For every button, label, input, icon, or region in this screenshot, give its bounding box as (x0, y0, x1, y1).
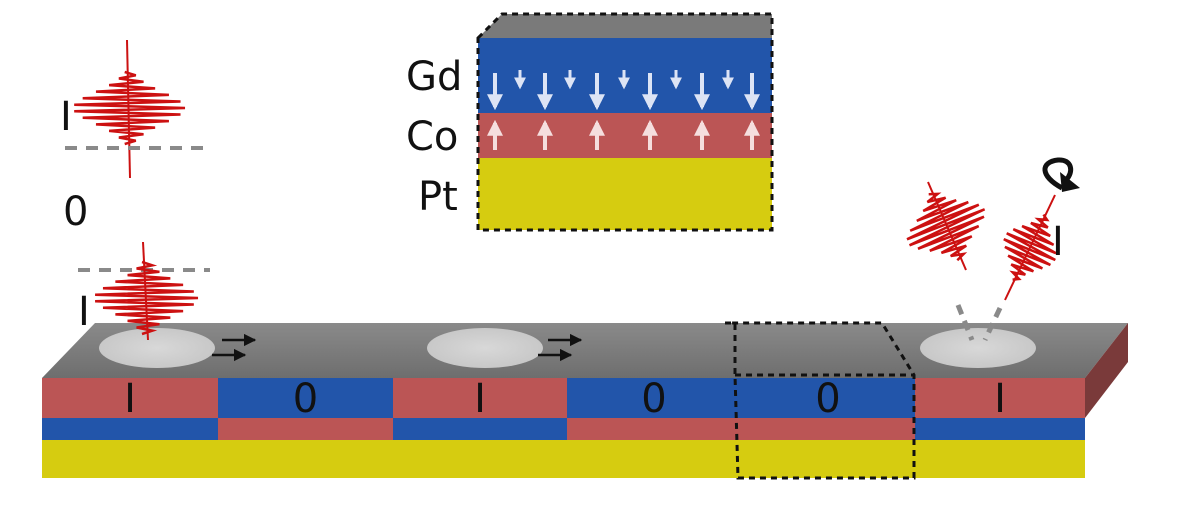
inset-co-layer (478, 113, 772, 158)
pulse-label-top: I (60, 94, 72, 140)
bit-label: I (124, 376, 136, 422)
track-segment (741, 378, 915, 478)
track-top-face (42, 323, 1128, 378)
inset-pt-layer (478, 158, 772, 230)
laser-spot (99, 328, 215, 368)
bit-label: I (994, 376, 1006, 422)
track-segment (567, 378, 741, 478)
inset-top-face (478, 14, 772, 38)
pulse-label-lower: I (78, 289, 90, 335)
zoom-region-dashed-outline (725, 321, 916, 480)
laser-spot (920, 328, 1036, 368)
pulse-icon (1003, 194, 1057, 301)
arrow-right-icon (538, 333, 583, 362)
racetrack: I 0 I 0 0 I (42, 321, 1128, 480)
track-segment (42, 378, 218, 478)
gd-spin-arrows (487, 70, 760, 111)
co-label: Co (406, 114, 458, 160)
pulse-icon (906, 181, 986, 271)
pulse-icon (95, 241, 199, 341)
bit-label: 0 (293, 376, 318, 422)
laser-spot (427, 328, 543, 368)
pt-label: Pt (418, 174, 458, 220)
bit-label: I (474, 376, 486, 422)
pulse-label-right: I (1052, 219, 1064, 265)
track-segment (218, 378, 393, 478)
track-end-face (1085, 323, 1128, 418)
track-segment (393, 378, 567, 478)
pulse-icon (74, 39, 186, 179)
pulse-label-middle: 0 (63, 189, 88, 235)
inset-dashed-outline (476, 12, 774, 232)
co-spin-arrows (487, 119, 760, 150)
layer-stack-inset: Gd Co Pt (406, 12, 774, 232)
dashed-line-icon (982, 306, 1003, 342)
bit-labels: I 0 I 0 0 I (124, 376, 1006, 422)
gd-label: Gd (406, 54, 462, 100)
dashed-line-icon (955, 304, 975, 341)
track-segment (915, 378, 1085, 478)
bit-label: 0 (641, 376, 666, 422)
arrow-right-icon (212, 333, 257, 362)
bit-label: 0 (815, 376, 840, 422)
track-segments (42, 323, 1128, 478)
rotate-arrow-icon (1042, 157, 1080, 192)
